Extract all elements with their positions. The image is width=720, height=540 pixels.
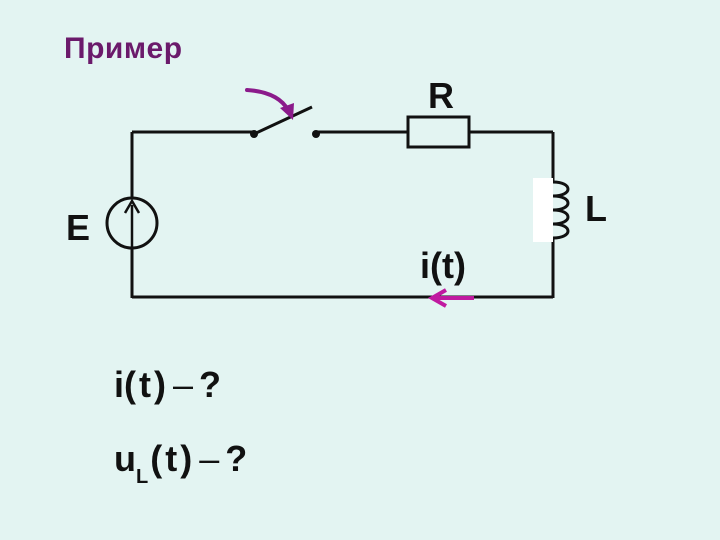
voltage-source [105, 196, 159, 250]
switch-contact-right [312, 130, 320, 138]
source-label: E [66, 207, 90, 248]
question-voltage-mark: ? [225, 438, 248, 479]
inductor-label: L [585, 188, 607, 229]
question-voltage-sub: L [136, 466, 149, 488]
switch-arrow [245, 88, 294, 120]
question-voltage-arg: (t) [150, 438, 196, 479]
question-current-dash: – [172, 364, 194, 405]
inductor-coil [552, 180, 570, 240]
inductor [533, 178, 570, 242]
slide-title: Пример [64, 32, 183, 65]
current-arrow [427, 288, 474, 308]
question-current-var: i [114, 364, 125, 405]
inductor-body [533, 178, 553, 242]
wires [130, 130, 555, 299]
current-label: i(t) [420, 245, 466, 286]
question-current: i(t)–? [114, 364, 221, 406]
resistor [406, 115, 471, 149]
question-current-arg: (t) [124, 364, 169, 405]
switch-blade [253, 105, 313, 136]
resistor-label: R [428, 75, 454, 116]
question-voltage: uL(t)–? [114, 438, 248, 488]
source-arrow-head [123, 198, 141, 214]
question-voltage-var: u [114, 438, 136, 479]
question-voltage-dash: – [199, 438, 220, 479]
question-current-mark: ? [199, 364, 222, 405]
switch [250, 105, 320, 138]
